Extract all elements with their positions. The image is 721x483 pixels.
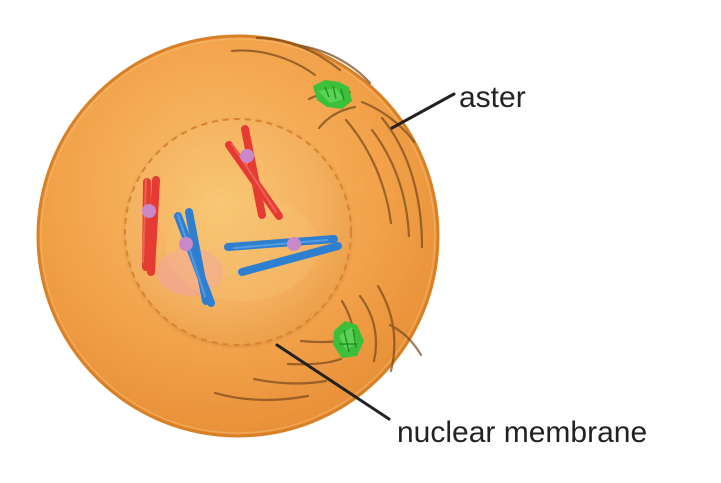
nuclear-membrane-label: nuclear membrane [397, 416, 648, 449]
chromosome-red-top [225, 125, 283, 220]
chromosome-red-left [142, 176, 160, 276]
chromosome-blue-center [174, 208, 215, 307]
aster-label: aster [459, 81, 526, 114]
aster-icon [313, 80, 352, 109]
chromosome-blue-right [224, 235, 342, 276]
membrane-leader-line [275, 343, 391, 421]
aster-icon [333, 321, 364, 358]
aster-leader-line [390, 92, 456, 130]
